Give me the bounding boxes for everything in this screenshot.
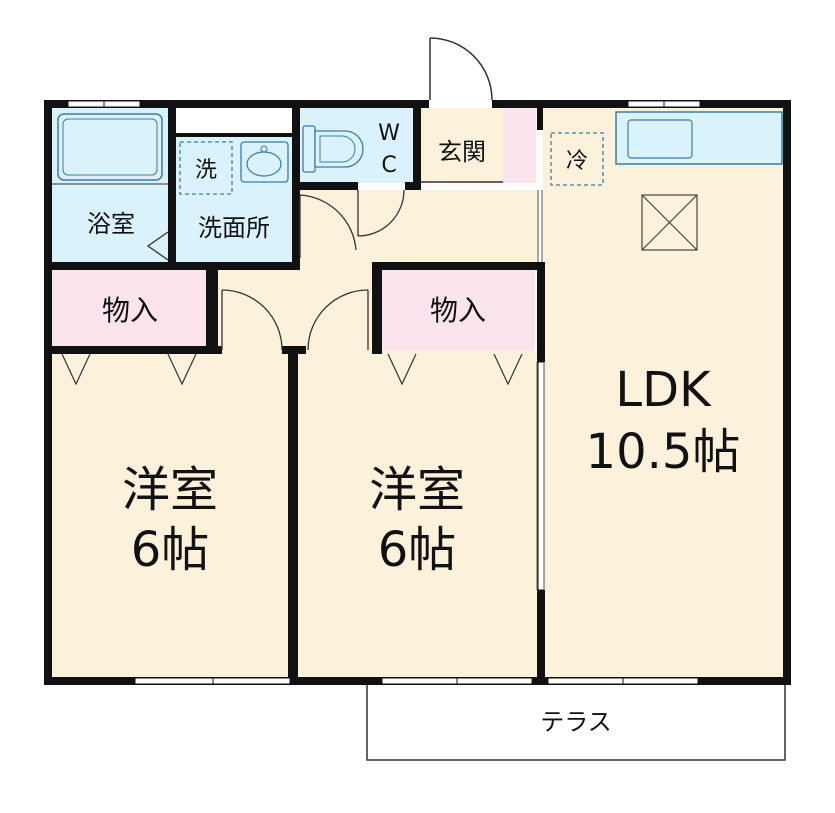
window-mullions (103, 101, 665, 684)
storage-right-label: 物入 (430, 294, 486, 327)
entrance-label: 玄関 (438, 138, 486, 166)
bath-label: 浴室 (87, 210, 135, 238)
bath-door (146, 231, 169, 261)
washroom-label: 洗面所 (198, 214, 270, 242)
bathtub-inner (62, 118, 158, 176)
bathtub (57, 113, 163, 181)
hallway-floor-lower (215, 263, 375, 351)
kitchen-counter (615, 111, 783, 165)
storage-left-label: 物入 (102, 294, 158, 327)
ldk-sliding-door-lower (536, 362, 545, 590)
washroom-door (299, 194, 357, 258)
washer-label: 洗 (195, 158, 217, 183)
western-room-1-size: 6帖 (131, 522, 210, 578)
toilet-seat (319, 135, 356, 163)
washer-box (179, 141, 233, 195)
toilet-tank (302, 125, 316, 173)
western-room-2-door (307, 289, 369, 351)
storage-right-floor (382, 270, 535, 350)
closet-doors-right (387, 353, 523, 386)
wc-door (357, 189, 405, 237)
wc-label-c: C (381, 153, 396, 178)
entrance-door-swing (429, 37, 493, 101)
western-room-2-size: 6帖 (378, 522, 457, 578)
kitchen-sink (627, 119, 693, 159)
washbasin-drain (260, 145, 268, 153)
western-room-1-door (221, 289, 283, 351)
fridge-label: 冷 (566, 149, 588, 174)
fridge-box (550, 132, 604, 186)
terrace-outline (366, 682, 786, 761)
western-room-2-name: 洋室 (369, 462, 465, 518)
storage-left-floor (52, 270, 208, 350)
western-room-1-floor (52, 350, 288, 678)
ldk-size: 10.5帖 (586, 424, 741, 480)
ldk-name: LDK (615, 362, 712, 418)
shoe-cabinet (503, 108, 536, 183)
closet-doors-left (61, 353, 197, 386)
terrace-label: テラス (540, 708, 612, 736)
ldk-sliding-door (537, 190, 543, 262)
wc-label-w: W (378, 121, 400, 146)
western-room-2-floor (298, 350, 537, 678)
ceiling-hatch (641, 194, 698, 251)
hallway-floor (298, 190, 538, 263)
ldk-floor (543, 108, 783, 678)
western-room-1-name: 洋室 (122, 462, 218, 518)
